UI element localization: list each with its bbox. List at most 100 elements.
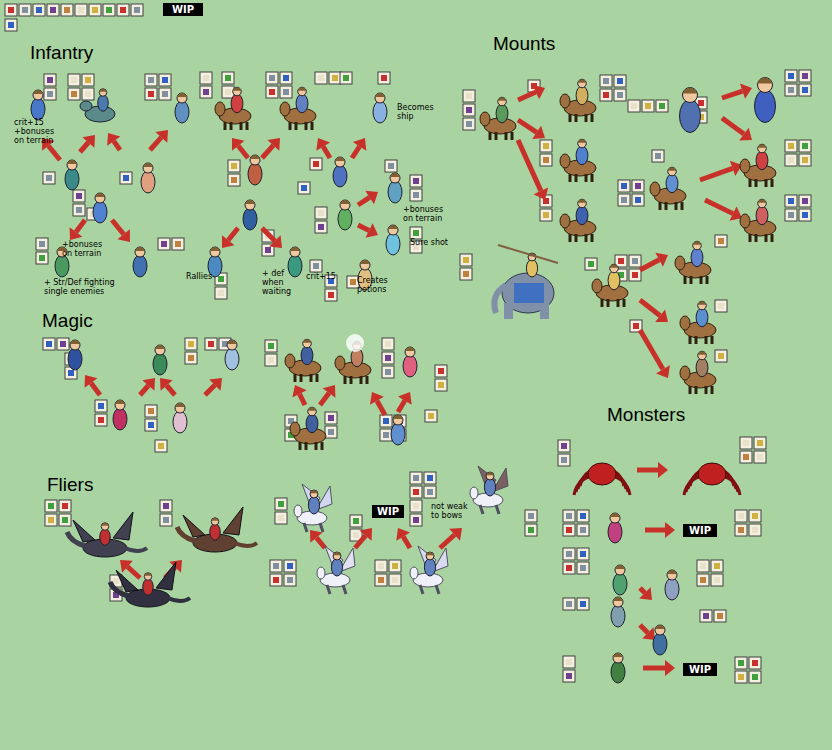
item-icon-mark bbox=[161, 241, 167, 247]
horse-leg bbox=[705, 336, 708, 344]
item-icon bbox=[410, 189, 422, 201]
unit-hair bbox=[578, 139, 587, 142]
upgrade-arrow bbox=[403, 537, 410, 548]
item-icon-mark bbox=[757, 454, 763, 460]
ability-note: not weak to bows bbox=[431, 502, 473, 520]
unit-body bbox=[133, 255, 147, 277]
item-icon-mark bbox=[580, 565, 586, 571]
upgrade-arrow-head bbox=[142, 378, 155, 391]
item-icon bbox=[785, 140, 797, 152]
item-icon-mark bbox=[8, 7, 14, 13]
item-icon-mark bbox=[633, 323, 639, 329]
horse-leg bbox=[230, 122, 233, 130]
item-icon bbox=[585, 258, 597, 270]
horse-leg bbox=[711, 386, 714, 394]
item-icon bbox=[600, 75, 612, 87]
upgrade-arrow bbox=[91, 383, 100, 395]
unit-head bbox=[578, 199, 587, 208]
section-heading: Mounts bbox=[493, 33, 555, 55]
ability-note: Rallies bbox=[186, 272, 226, 281]
unit-body bbox=[484, 478, 495, 496]
item-icon bbox=[410, 514, 422, 526]
upgrade-arrow-head bbox=[323, 385, 336, 398]
item-icon-mark bbox=[98, 403, 104, 409]
item-icon-mark bbox=[313, 263, 319, 269]
item-icon-mark bbox=[113, 578, 119, 584]
horse-leg bbox=[690, 276, 693, 284]
unit-head bbox=[99, 89, 107, 97]
unit-body bbox=[576, 86, 588, 105]
wip-text: WIP bbox=[172, 4, 194, 15]
upgrade-arrow-head bbox=[656, 365, 670, 378]
item-icon bbox=[43, 172, 55, 184]
unit-head bbox=[393, 415, 403, 425]
item-icon bbox=[160, 500, 172, 512]
section-heading: Monsters bbox=[607, 404, 685, 426]
item-icon bbox=[629, 255, 641, 267]
upgrade-arrow bbox=[112, 220, 124, 234]
item-icon-mark bbox=[148, 408, 154, 414]
item-icon bbox=[33, 4, 45, 16]
horse-head bbox=[280, 102, 290, 116]
horse-leg bbox=[299, 442, 302, 450]
item-icon-mark bbox=[580, 513, 586, 519]
item-icon bbox=[315, 207, 327, 219]
item-icon bbox=[43, 338, 55, 350]
item-icon bbox=[563, 562, 575, 574]
upgrade-arrow bbox=[262, 228, 275, 241]
item-icon bbox=[378, 72, 390, 84]
horse-head bbox=[290, 422, 300, 436]
item-icon-mark bbox=[148, 422, 154, 428]
item-icon bbox=[656, 100, 668, 112]
upgrade-arrow-head bbox=[82, 135, 95, 148]
item-icon bbox=[463, 118, 475, 130]
item-icon bbox=[600, 89, 612, 101]
item-icon-mark bbox=[353, 518, 359, 524]
item-icon bbox=[280, 86, 292, 98]
item-icon bbox=[754, 437, 766, 449]
item-icon bbox=[61, 4, 73, 16]
horse-leg bbox=[695, 386, 698, 394]
item-icon bbox=[424, 472, 436, 484]
item-icon-mark bbox=[60, 341, 66, 347]
item-icon bbox=[382, 352, 394, 364]
unit-body bbox=[173, 411, 187, 433]
item-icon-mark bbox=[632, 258, 638, 264]
item-icon-mark bbox=[580, 551, 586, 557]
unit-body bbox=[143, 579, 154, 596]
horse-head bbox=[480, 112, 490, 126]
horse-leg bbox=[315, 442, 318, 450]
horse-leg bbox=[623, 299, 626, 307]
item-icon-mark bbox=[392, 577, 398, 583]
item-icon bbox=[540, 209, 552, 221]
item-icon bbox=[19, 4, 31, 16]
unit-hair bbox=[683, 88, 698, 94]
unit-body bbox=[691, 248, 703, 267]
item-icon-mark bbox=[714, 563, 720, 569]
unit-head bbox=[335, 157, 345, 167]
spear bbox=[498, 245, 558, 263]
unit-hair bbox=[667, 570, 677, 574]
unit-hair bbox=[486, 472, 494, 475]
unit-head bbox=[211, 518, 219, 526]
item-icon-mark bbox=[62, 517, 68, 523]
item-icon-mark bbox=[703, 613, 709, 619]
item-icon-mark bbox=[78, 7, 84, 13]
upgrade-arrow bbox=[358, 197, 370, 205]
unit-hair bbox=[655, 625, 665, 629]
item-icon bbox=[215, 287, 227, 299]
unit-hair bbox=[310, 490, 318, 493]
unit-head bbox=[95, 193, 105, 203]
upgrade-arrow-head bbox=[267, 138, 280, 151]
horse-leg bbox=[591, 114, 594, 122]
horse-leg bbox=[689, 336, 692, 344]
item-icon-mark bbox=[48, 517, 54, 523]
item-icon bbox=[577, 562, 589, 574]
horse-leg bbox=[311, 122, 314, 130]
unit-head bbox=[310, 490, 318, 498]
item-icon-mark bbox=[106, 7, 112, 13]
horse-leg bbox=[706, 276, 709, 284]
ability-note: Creates potions bbox=[357, 276, 401, 294]
item-icon-mark bbox=[632, 272, 638, 278]
item-icon-mark bbox=[802, 198, 808, 204]
